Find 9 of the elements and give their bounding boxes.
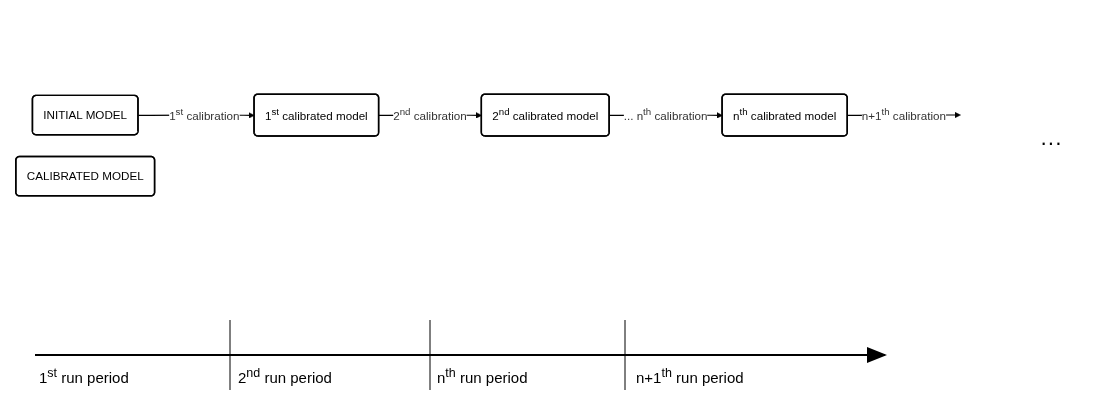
period-label: 2$^{nd}$ run period [237, 366, 333, 386]
period-label: n+1$^{th}$ run period [635, 366, 745, 386]
period-label: n$^{th}$ run period [436, 366, 529, 386]
edge-label: 1$^{st}$ calibration [169, 106, 240, 123]
edge-label: 2$^{nd}$ calibration [393, 106, 467, 123]
edge-label: n+1$^{th}$ calibration [861, 106, 946, 123]
period-label: 1$^{st}$ run period [38, 366, 130, 386]
ellipsis: ··· [1040, 130, 1062, 156]
edge-label: ... n$^{th}$ calibration [623, 106, 708, 123]
